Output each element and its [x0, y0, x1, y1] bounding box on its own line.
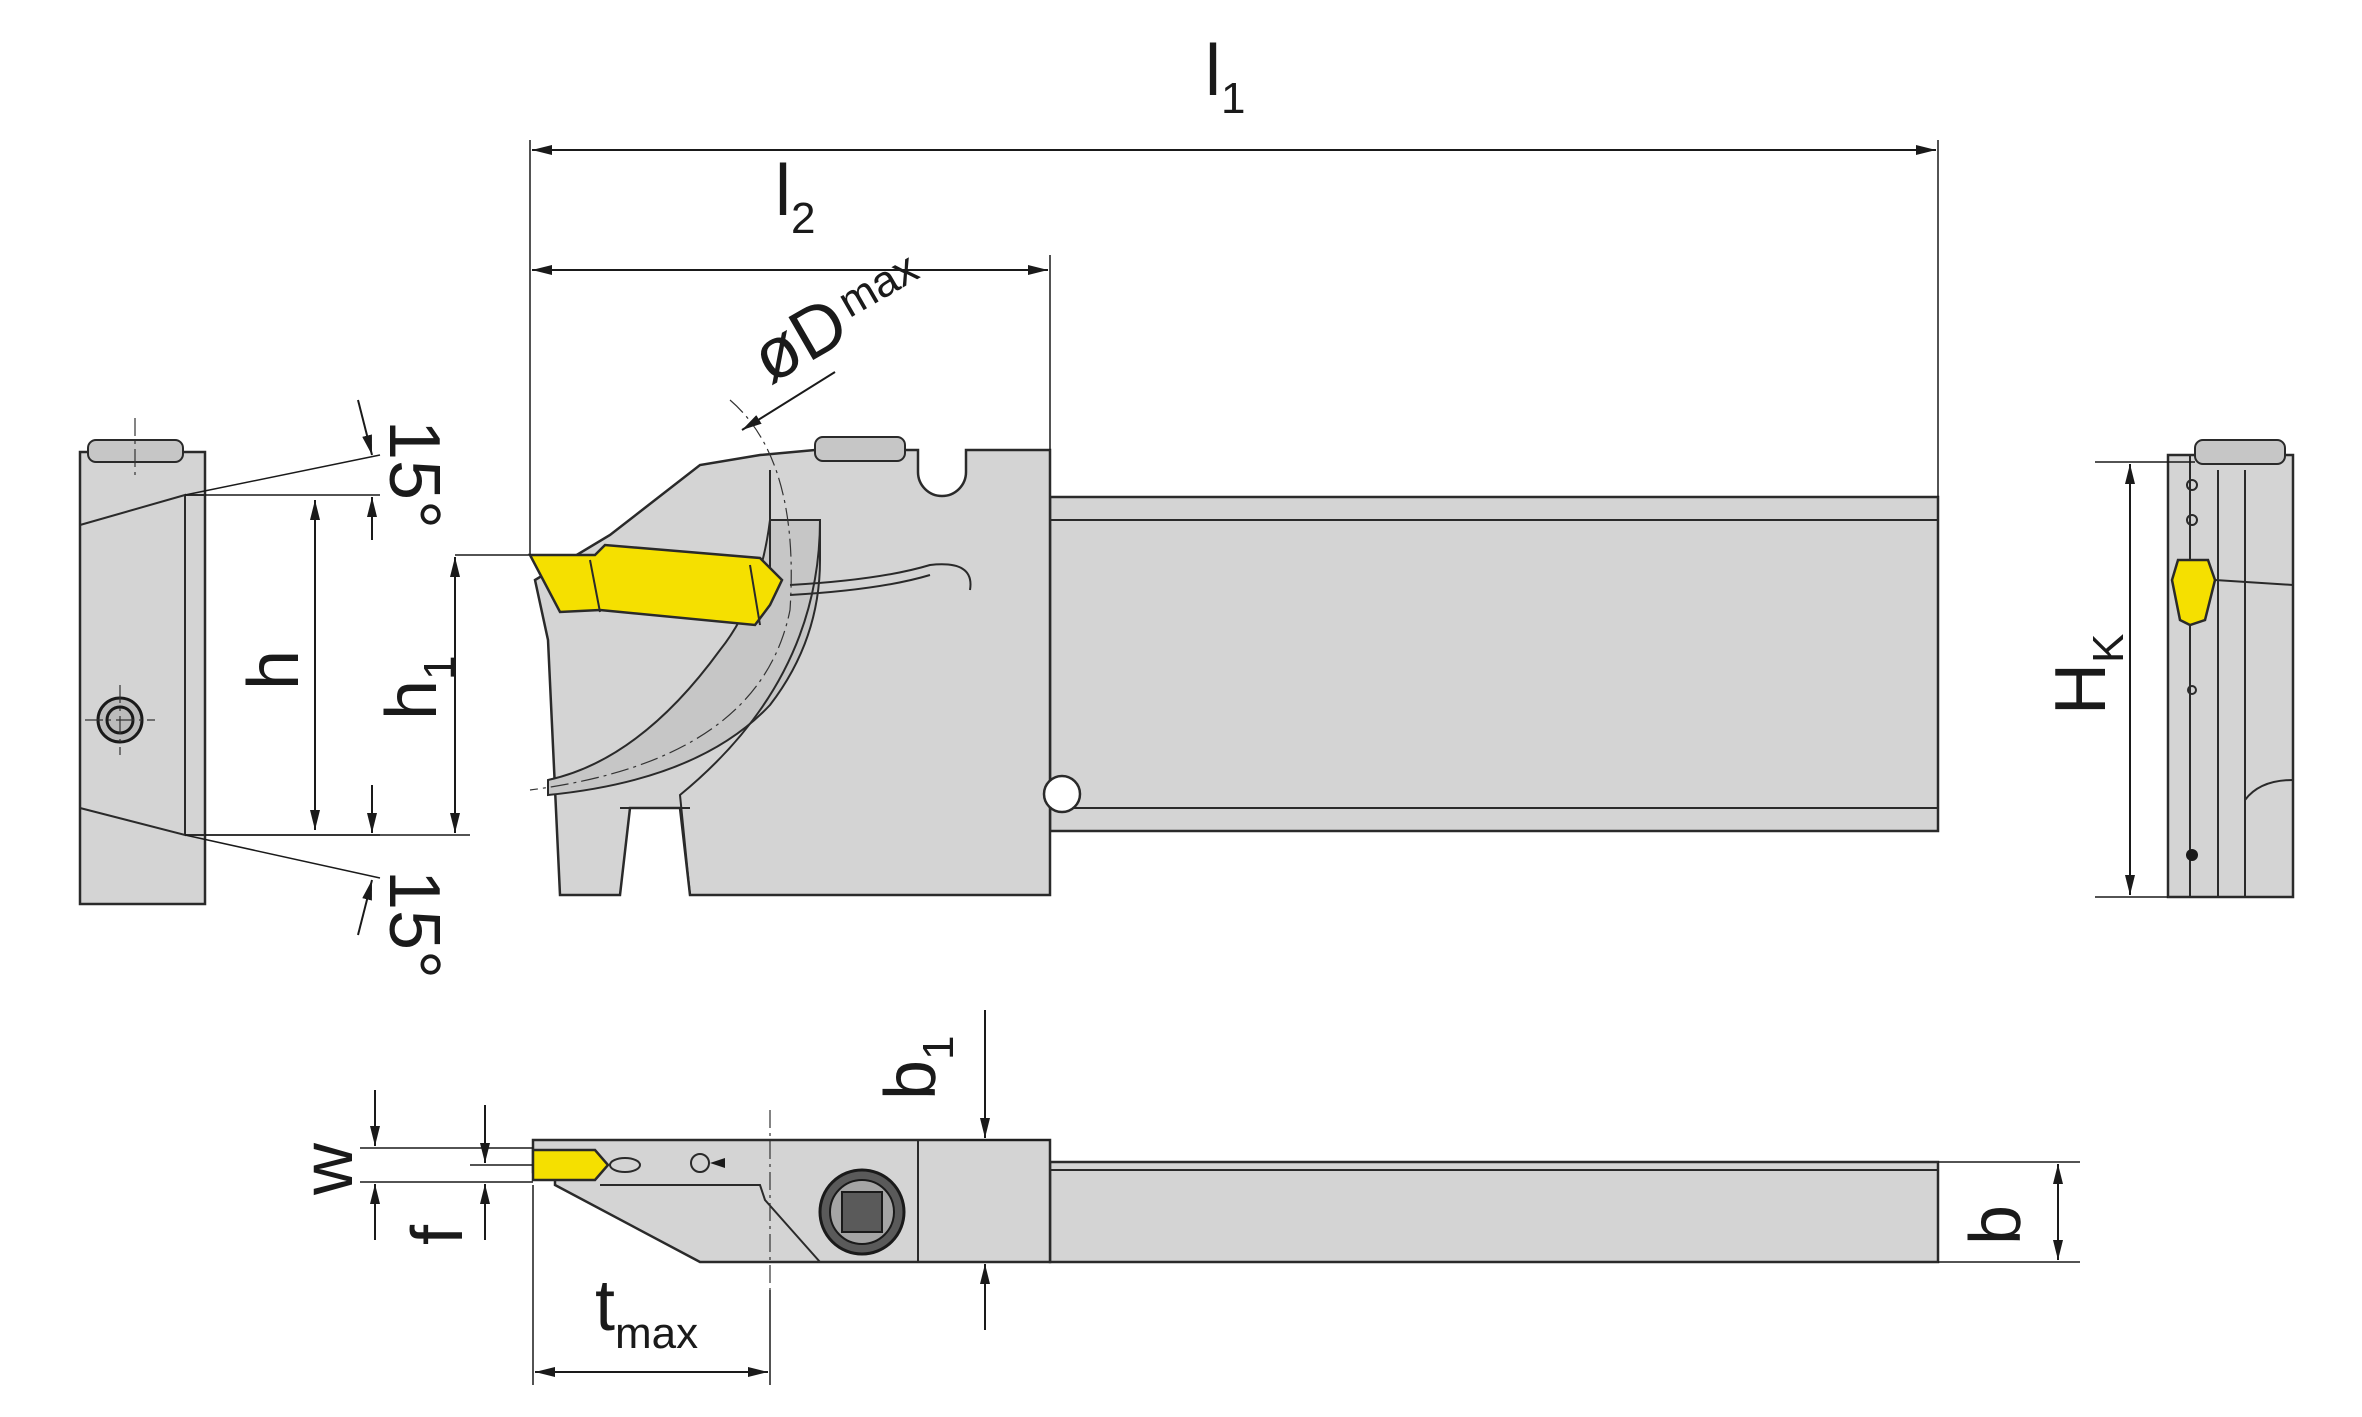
- clamp-screw-top: [814, 436, 906, 462]
- dimension-h: h: [234, 500, 320, 830]
- b1-label: b1: [871, 1035, 963, 1100]
- top-view-shank: [1048, 1160, 1940, 1264]
- dimension-l2: l2: [532, 151, 1051, 450]
- insert-end-view: [2170, 558, 2217, 627]
- dimension-h1: h1: [205, 554, 535, 836]
- dmax-label: øDmax: [738, 237, 938, 399]
- dimension-b1: b1: [871, 1010, 1050, 1330]
- hk-label: HK: [2041, 634, 2133, 715]
- dimension-tmax: tmax: [532, 1185, 771, 1385]
- main-side-view: [527, 399, 1940, 897]
- b-label: b: [1956, 1205, 2036, 1245]
- dimension-w: w: [288, 1090, 533, 1240]
- dimension-f: f: [398, 1105, 533, 1245]
- f-label: f: [398, 1224, 478, 1245]
- insert-top-view: [531, 1148, 610, 1182]
- cutting-insert: [527, 543, 784, 627]
- h-label: h: [234, 650, 314, 690]
- angle-dimension-bottom: 15°: [184, 785, 454, 979]
- angle-top-label: 15°: [374, 420, 454, 529]
- top-view-head: [531, 1138, 1052, 1264]
- dimension-l1: l1: [529, 31, 1939, 555]
- top-view: [531, 1110, 1940, 1290]
- angle-bottom-label: 15°: [374, 870, 454, 979]
- tmax-label: tmax: [595, 1266, 698, 1358]
- left-end-view: [78, 418, 207, 906]
- shank: [1048, 495, 1940, 833]
- l1-label: l1: [1205, 31, 1245, 123]
- dimension-dmax: øDmax: [738, 237, 938, 431]
- h1-label: h1: [372, 655, 464, 720]
- dimension-b: b: [1938, 1161, 2080, 1263]
- angle-dimension-top: 15°: [184, 399, 454, 540]
- w-label: w: [288, 1142, 368, 1196]
- l2-label: l2: [775, 151, 815, 243]
- right-end-view: [2166, 439, 2295, 899]
- dimension-hk: HK: [2041, 461, 2195, 898]
